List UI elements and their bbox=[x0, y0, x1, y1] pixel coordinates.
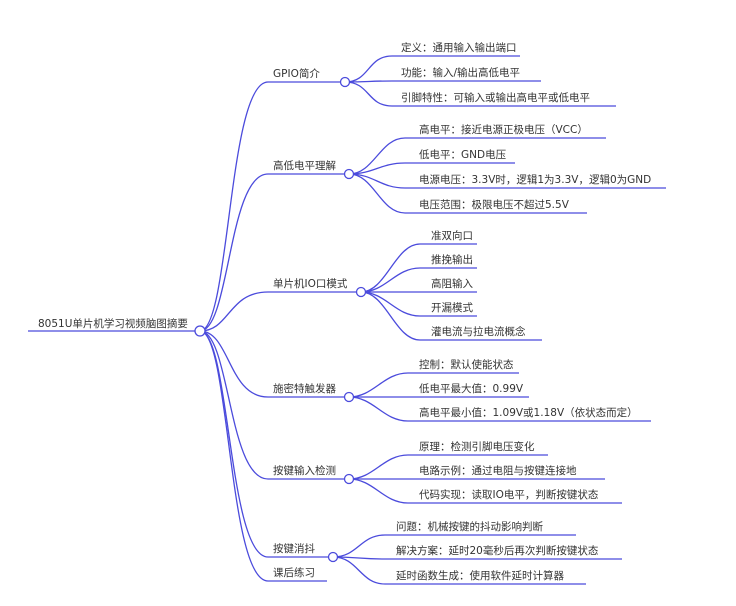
child-label: 低电平最大值：0.99V bbox=[419, 382, 524, 395]
child-connector bbox=[332, 556, 386, 585]
branch-connector bbox=[199, 330, 269, 480]
child-label: 推挽输出 bbox=[431, 253, 473, 266]
child-label: 功能：输入/输出高低电平 bbox=[401, 66, 520, 79]
collapse-toggle[interactable] bbox=[355, 286, 367, 298]
root-collapse-toggle[interactable] bbox=[194, 325, 206, 337]
child-label: 高阻输入 bbox=[431, 277, 473, 290]
child-label: 高电平：接近电源正极电压（VCC） bbox=[419, 123, 588, 136]
collapse-toggle[interactable] bbox=[339, 76, 351, 88]
branch-label: 施密特触发器 bbox=[273, 382, 336, 395]
child-label: 电压范围：极限电压不超过5.5V bbox=[419, 198, 570, 211]
branch-label: 课后练习 bbox=[273, 566, 315, 579]
child-connector bbox=[360, 291, 421, 317]
branch-connector bbox=[199, 173, 269, 332]
branch-label: 按键输入检测 bbox=[273, 464, 336, 477]
child-label: 延时函数生成：使用软件延时计算器 bbox=[396, 569, 564, 582]
child-label: 准双向口 bbox=[431, 229, 473, 242]
child-label: 控制：默认使能状态 bbox=[419, 358, 514, 371]
root-label: 8051U单片机学习视频脑图摘要 bbox=[38, 317, 188, 330]
branch-label: GPIO简介 bbox=[273, 67, 320, 80]
child-label: 定义：通用输入输出端口 bbox=[401, 41, 517, 54]
child-label: 高电平最小值：1.09V或1.18V（依状态而定） bbox=[419, 406, 638, 419]
branch-connector bbox=[199, 291, 269, 332]
collapse-toggle[interactable] bbox=[343, 473, 355, 485]
child-label: 电源电压：3.3V时，逻辑1为3.3V，逻辑0为GND bbox=[419, 173, 651, 186]
collapse-toggle[interactable] bbox=[343, 168, 355, 180]
child-connector bbox=[348, 173, 406, 214]
child-label: 低电平：GND电压 bbox=[419, 148, 507, 161]
connectors bbox=[28, 55, 666, 585]
child-label: 解决方案：延时20毫秒后再次判断按键状态 bbox=[396, 544, 599, 557]
collapse-toggle[interactable] bbox=[343, 391, 355, 403]
branch-connector bbox=[199, 330, 269, 558]
branch-label: 单片机IO口模式 bbox=[273, 277, 348, 290]
child-label: 代码实现：读取IO电平，判断按键状态 bbox=[419, 488, 599, 501]
child-connector bbox=[348, 372, 409, 398]
child-label: 开漏模式 bbox=[431, 301, 473, 314]
child-connector bbox=[348, 396, 409, 422]
child-connector bbox=[360, 243, 421, 293]
child-connector bbox=[348, 454, 409, 480]
branch-label: 高低电平理解 bbox=[273, 159, 336, 172]
nodes: 8051U单片机学习视频脑图摘要 GPIO简介 定义：通用输入输出端口功能：输入/输… bbox=[38, 41, 651, 582]
child-label: 灌电流与拉电流概念 bbox=[431, 325, 526, 338]
branch-label: 按键消抖 bbox=[273, 542, 315, 555]
child-label: 问题：机械按键的抖动影响判断 bbox=[396, 520, 543, 533]
child-connector bbox=[360, 267, 421, 293]
child-connector bbox=[344, 55, 393, 83]
child-connector bbox=[344, 81, 393, 107]
child-connector bbox=[360, 291, 421, 341]
branch-connector bbox=[199, 330, 269, 398]
branch-connector bbox=[199, 81, 269, 332]
child-connector bbox=[332, 534, 386, 558]
child-label: 引脚特性：可输入或输出高电平或低电平 bbox=[401, 91, 590, 104]
child-connector bbox=[348, 478, 409, 504]
branch-connector bbox=[199, 330, 269, 582]
collapse-toggle[interactable] bbox=[327, 551, 339, 563]
child-label: 原理：检测引脚电压变化 bbox=[419, 440, 535, 453]
child-label: 电路示例：通过电阻与按键连接地 bbox=[419, 464, 577, 477]
